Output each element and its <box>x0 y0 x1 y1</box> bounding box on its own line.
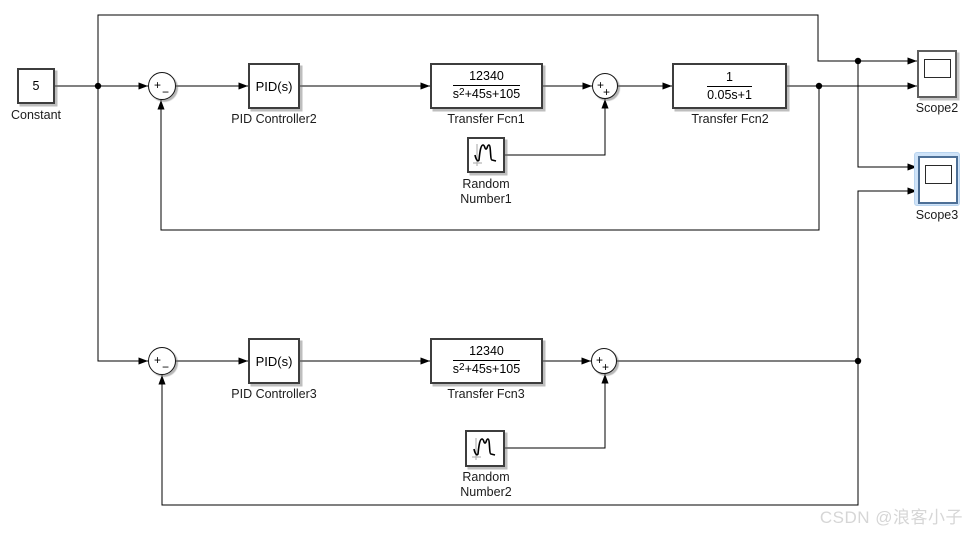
transfer-fcn3-block[interactable]: 12340 s2+45s+105 <box>430 338 543 384</box>
label-line1: Random <box>462 470 510 484</box>
sum-sign-plus: + <box>154 78 162 92</box>
random-signal-icon <box>473 144 497 166</box>
label-line2: Number1 <box>460 192 512 206</box>
denominator-text: 0.05s+1 <box>707 87 752 102</box>
label-line2: Number2 <box>460 485 512 499</box>
sum-sign-plus: + <box>154 353 162 367</box>
scope2-block[interactable] <box>917 50 957 98</box>
denominator-base: s <box>452 87 460 101</box>
sum-sign-minus: − <box>162 360 170 374</box>
numerator-text: 1 <box>707 70 752 87</box>
transfer-fcn3-label: Transfer Fcn3 <box>447 387 525 401</box>
denominator-rest: +45s+105 <box>464 87 521 101</box>
sum-sign-minus: − <box>162 85 170 99</box>
transfer-fcn1-fraction: 12340 s2+45s+105 <box>452 69 521 103</box>
wire-reference-branch-to-scope3[interactable] <box>857 61 917 171</box>
scope-screen <box>924 59 951 78</box>
denominator-base: s <box>452 362 460 376</box>
pid-controller2-block[interactable]: PID(s) <box>248 63 300 109</box>
junction-dot <box>854 357 862 365</box>
denominator-exponent: 2 <box>459 362 465 373</box>
pid-controller3-block[interactable]: PID(s) <box>248 338 300 384</box>
sum-block-main-bottom[interactable]: + − <box>148 347 176 375</box>
sum-block-noise-top[interactable]: + + <box>592 73 618 99</box>
scope3-block[interactable] <box>918 156 958 204</box>
junction-dot <box>94 82 102 90</box>
sum-sign-plus: + <box>603 85 611 99</box>
sum-block-noise-bottom[interactable]: + + <box>591 348 617 374</box>
numerator-text: 12340 <box>452 344 521 361</box>
wire-rn2-to-noise-sum2[interactable] <box>505 374 609 449</box>
label-line1: Random <box>462 177 510 191</box>
scope2-label: Scope2 <box>915 101 959 115</box>
wire-feedback-top-loop[interactable] <box>157 86 820 231</box>
denominator-text: s2+45s+105 <box>453 361 520 378</box>
wire-reference-top-to-scope2[interactable] <box>97 14 917 86</box>
wire-reference-to-sum3[interactable] <box>97 86 148 365</box>
pid-block-text: PID(s) <box>255 353 293 369</box>
scope3-label: Scope3 <box>915 208 959 222</box>
sum-sign-plus: + <box>602 360 610 374</box>
random-number2-block[interactable] <box>465 430 505 467</box>
wire-feedback-bottom-loop[interactable] <box>158 361 859 506</box>
denominator-text: s2+45s+105 <box>453 86 520 103</box>
scope-screen <box>925 165 952 184</box>
wire-rn1-to-noise-sum1[interactable] <box>505 99 609 156</box>
transfer-fcn2-block[interactable]: 1 0.05s+1 <box>672 63 787 109</box>
random-number1-block[interactable] <box>467 137 505 173</box>
scope3-selection-highlight <box>914 152 960 206</box>
denominator-exponent: 2 <box>459 87 465 98</box>
constant-value: 5 <box>32 79 40 93</box>
pid-controller3-label: PID Controller3 <box>231 387 317 401</box>
transfer-fcn3-fraction: 12340 s2+45s+105 <box>452 344 521 378</box>
sum-block-main-top[interactable]: + − <box>148 72 176 100</box>
junction-dot <box>854 57 862 65</box>
transfer-fcn1-block[interactable]: 12340 s2+45s+105 <box>430 63 543 109</box>
sum-sign-plus: + <box>597 78 605 92</box>
random-signal-icon <box>472 437 496 460</box>
random-number1-label: Random Number1 <box>426 177 546 207</box>
random-number2-label: Random Number2 <box>426 470 546 500</box>
pid-block-text: PID(s) <box>255 78 293 94</box>
csdn-watermark: CSDN @浪客小子 <box>819 508 963 527</box>
denominator-rest: +45s+105 <box>464 362 521 376</box>
constant-label: Constant <box>10 108 62 122</box>
junction-dot <box>815 82 823 90</box>
wire-branch-to-scope3-bottom[interactable] <box>857 187 917 361</box>
numerator-text: 12340 <box>452 69 521 86</box>
sum-sign-plus: + <box>596 353 604 367</box>
transfer-fcn1-label: Transfer Fcn1 <box>447 112 525 126</box>
pid-controller2-label: PID Controller2 <box>231 112 317 126</box>
constant-block[interactable]: 5 <box>17 68 55 104</box>
transfer-fcn2-label: Transfer Fcn2 <box>691 112 769 126</box>
transfer-fcn2-fraction: 1 0.05s+1 <box>707 70 752 103</box>
